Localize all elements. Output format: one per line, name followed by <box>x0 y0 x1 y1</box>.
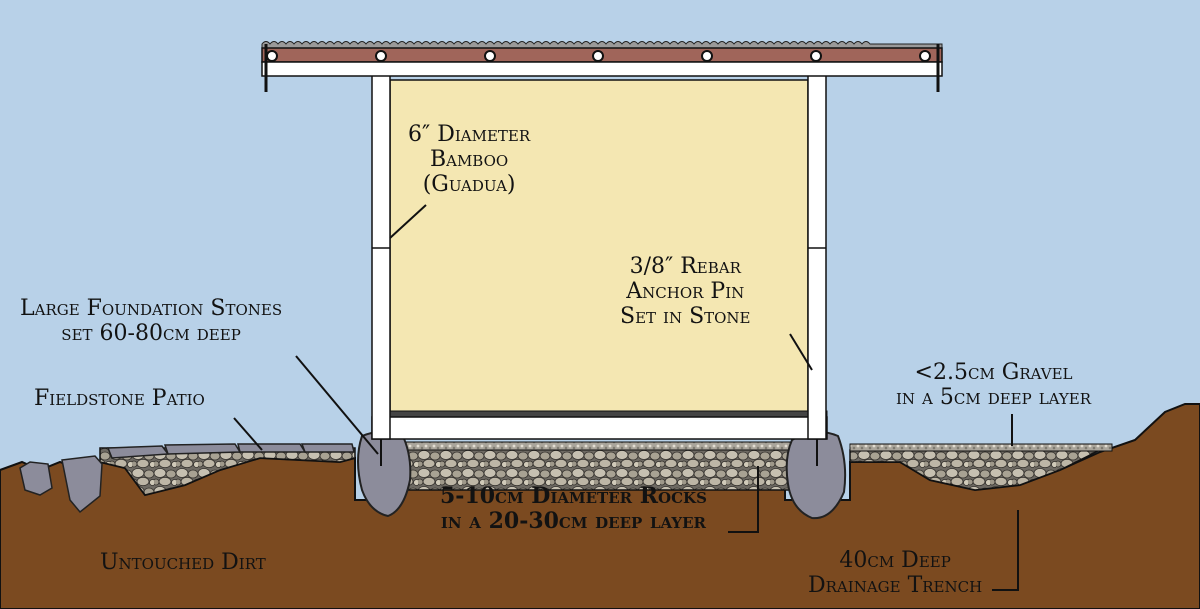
fieldstone-patio <box>19 443 355 514</box>
callout-leaders <box>233 204 1019 591</box>
rebar-label: 3/8″ Rebar Anchor Pin Set in Stone <box>620 254 751 329</box>
gravel-label-line2: in a 5cm deep layer <box>896 385 1092 410</box>
patio-leader <box>233 417 263 451</box>
patio-label-text: Fieldstone Patio <box>34 386 205 411</box>
trench-label-line2: Drainage Trench <box>808 573 983 598</box>
gravel-label-line1: <2.5cm Gravel <box>914 360 1073 385</box>
rocks-label-line1: 5-10cm Diameter Rocks <box>440 483 707 509</box>
rocks-leader <box>728 466 759 533</box>
dirt-label: Untouched Dirt <box>100 550 266 575</box>
trench-label-line1: 40cm Deep <box>839 548 951 573</box>
gravel-label: <2.5cm Gravel in a 5cm deep layer <box>896 360 1091 410</box>
bamboo-label: 6″ Diameter Bamboo (Guadua) <box>408 122 530 197</box>
rebar-label-line1: 3/8″ Rebar <box>629 254 741 279</box>
trench-label: 40cm Deep Drainage Trench <box>808 548 982 598</box>
foundation-leader <box>295 355 379 455</box>
rocks-label-line2: in a 20-30cm deep layer <box>440 508 706 534</box>
bamboo-leader <box>389 204 427 239</box>
foundation-label: Large Foundation Stones set 60-80cm deep <box>20 296 282 346</box>
rebar-label-line2: Anchor Pin <box>626 279 745 304</box>
patio-label: Fieldstone Patio <box>34 386 205 411</box>
bamboo-sill <box>371 410 828 418</box>
rocks-label: 5-10cm Diameter Rocks in a 20-30cm deep … <box>440 484 707 534</box>
bamboo-post-right <box>807 71 827 440</box>
gravel-layer <box>394 441 796 451</box>
trench-rock-bed <box>849 449 1101 491</box>
drainage-rock-layer <box>394 447 796 491</box>
gravel-layer-right <box>849 443 1113 452</box>
foundation-label-line1: Large Foundation Stones <box>20 296 283 321</box>
roof-purlin <box>261 61 943 77</box>
dirt-label-text: Untouched Dirt <box>100 550 266 575</box>
patio-rock-bed <box>99 447 356 496</box>
bamboo-sill-lower <box>371 416 828 440</box>
bamboo-label-line2: Bamboo <box>429 147 509 172</box>
corrugated-roof <box>261 41 943 49</box>
roof-assembly <box>261 41 943 92</box>
foundation-label-line2: set 60-80cm deep <box>61 321 241 346</box>
foundation-stone-right <box>785 430 847 520</box>
wall-panel <box>389 79 809 413</box>
bamboo-label-line3: (Guadua) <box>422 172 516 197</box>
bamboo-post-left <box>371 71 391 440</box>
rebar-leader <box>789 333 813 371</box>
trench-leader <box>992 510 1019 591</box>
roof-bolts <box>266 50 931 62</box>
rebar-label-line3: Set in Stone <box>620 304 751 329</box>
bamboo-label-line1: 6″ Diameter <box>408 122 531 147</box>
